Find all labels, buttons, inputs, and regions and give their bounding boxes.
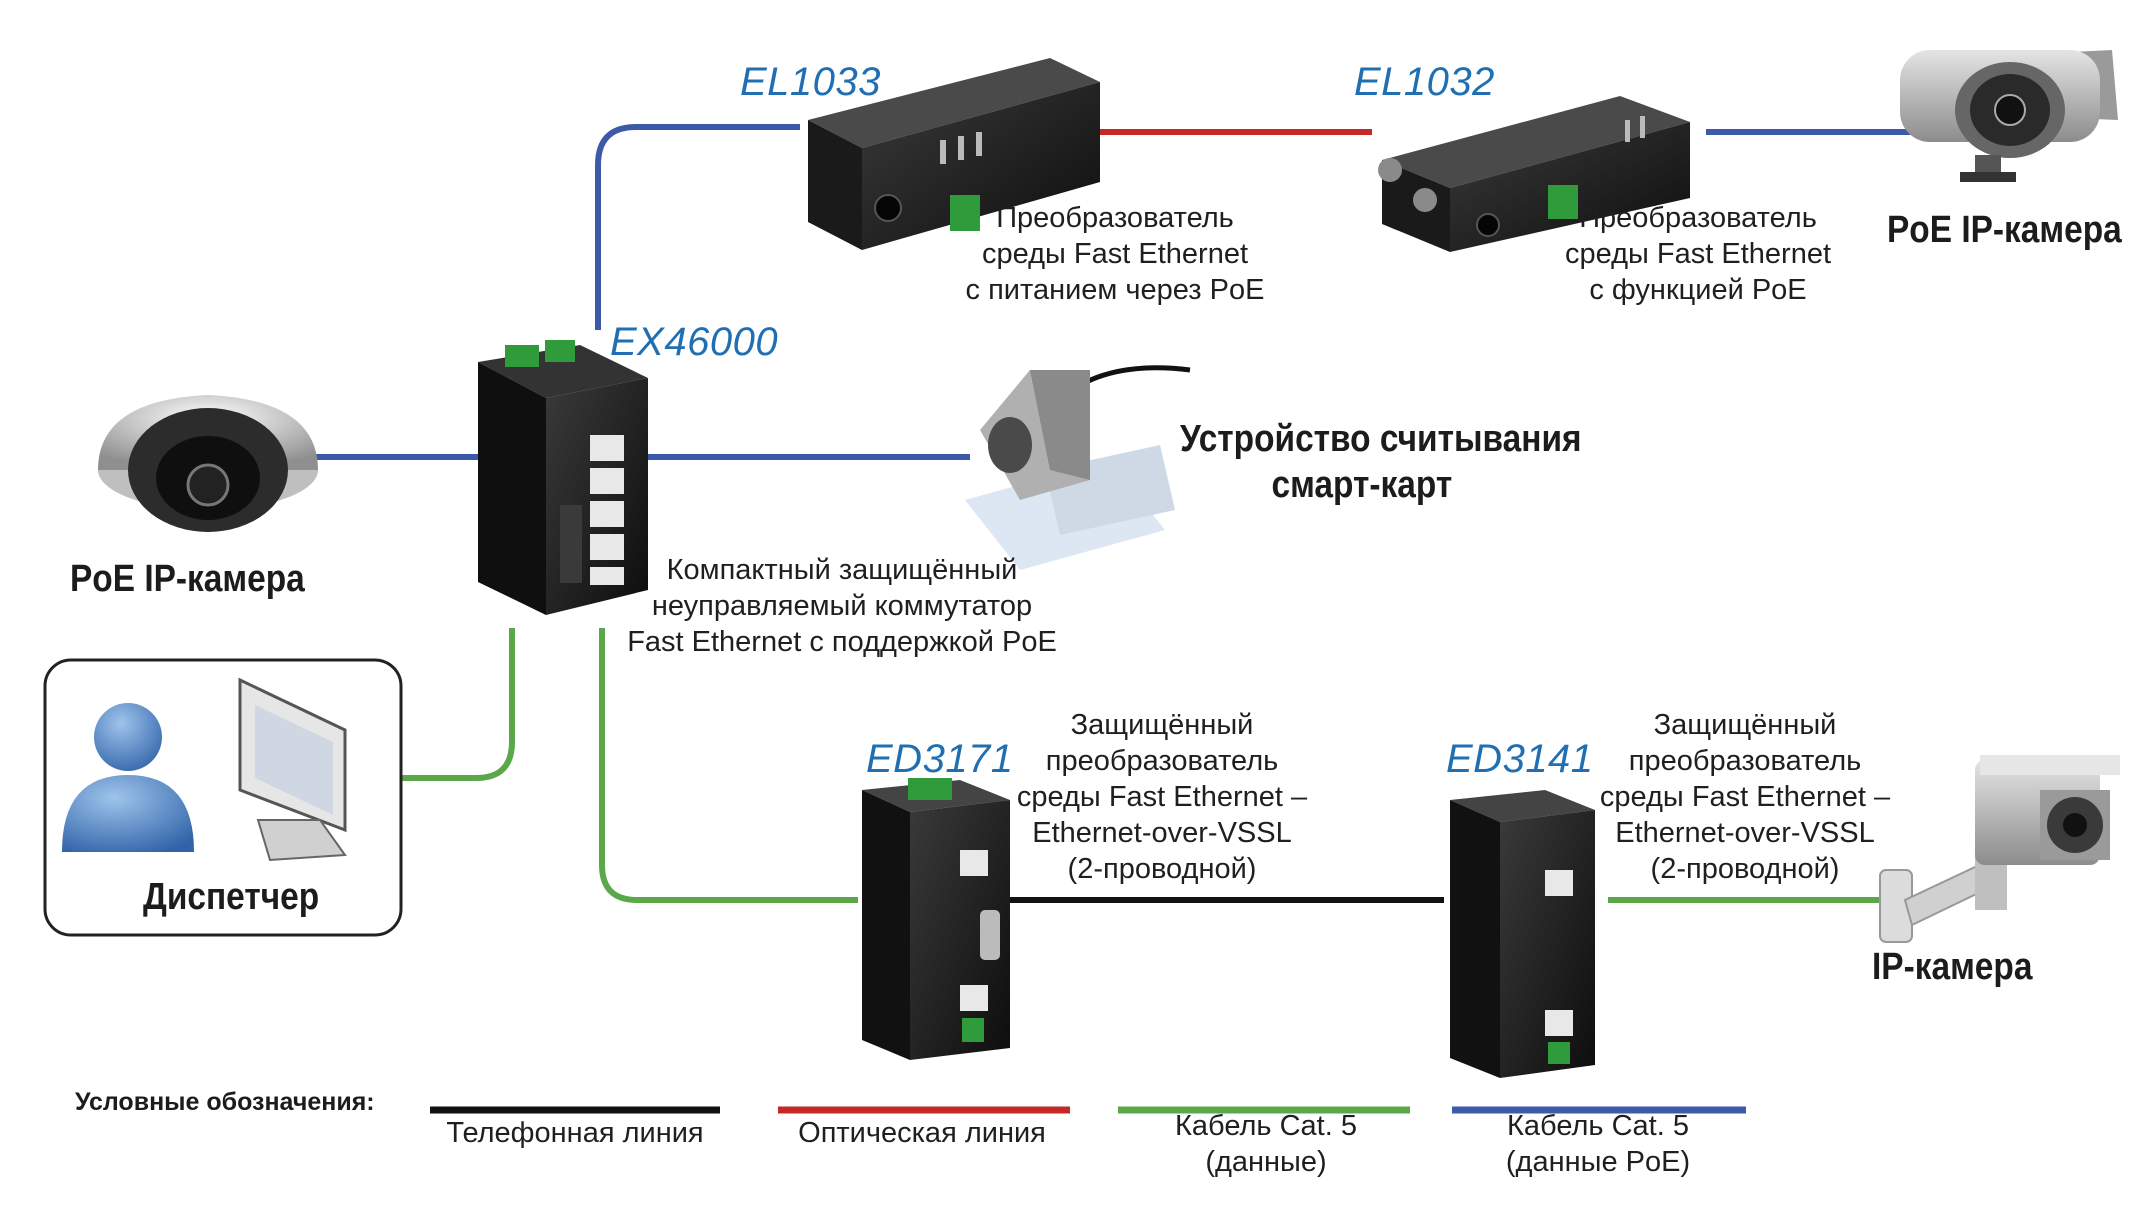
ex46000-switch-image: [478, 340, 648, 615]
el1032-device-image: [1378, 96, 1690, 252]
poe-ip-camera-left-label: PoE IP-камера: [70, 558, 305, 600]
el1033-device-image: [808, 58, 1100, 250]
legend-label-cat5: Кабель Cat. 5(данные): [1175, 1110, 1357, 1178]
legend-title: Условные обозначения:: [75, 1088, 375, 1116]
el1033-model-label: EL1033: [740, 60, 881, 104]
poe-ip-camera-right-image: [1900, 50, 2118, 182]
legend-label-phone: Телефонная линия: [446, 1117, 704, 1149]
poe-ip-camera-right-label: PoE IP-камера: [1887, 209, 2122, 251]
ip-camera-image: [1879, 755, 2120, 943]
ed3141-device-image: [1450, 790, 1595, 1078]
ip-camera-label: IP-камера: [1872, 946, 2033, 988]
smartcard-reader-image: [965, 365, 1191, 570]
dispatcher-box: [43, 658, 403, 937]
poe-link-ex46000-el1033: [595, 124, 800, 330]
ed3141-model-label: ED3141: [1446, 737, 1594, 781]
poe-ip-camera-left-image: [98, 395, 318, 532]
connection-lines: [287, 124, 1920, 903]
legend-label-optical: Оптическая линия: [798, 1117, 1046, 1149]
dispatcher-label: Диспетчер: [143, 876, 320, 918]
el1032-model-label: EL1032: [1354, 60, 1495, 104]
ex46000-model-label: EX46000: [610, 320, 779, 364]
legend-label-cat5-poe: Кабель Cat. 5(данные PoE): [1505, 1110, 1691, 1178]
ed3171-model-label: ED3171: [866, 737, 1014, 781]
data-link-switch-dispatcher: [402, 628, 515, 781]
ed3171-device-image: [862, 778, 1010, 1060]
data-link-switch-ed3171: [599, 628, 858, 903]
